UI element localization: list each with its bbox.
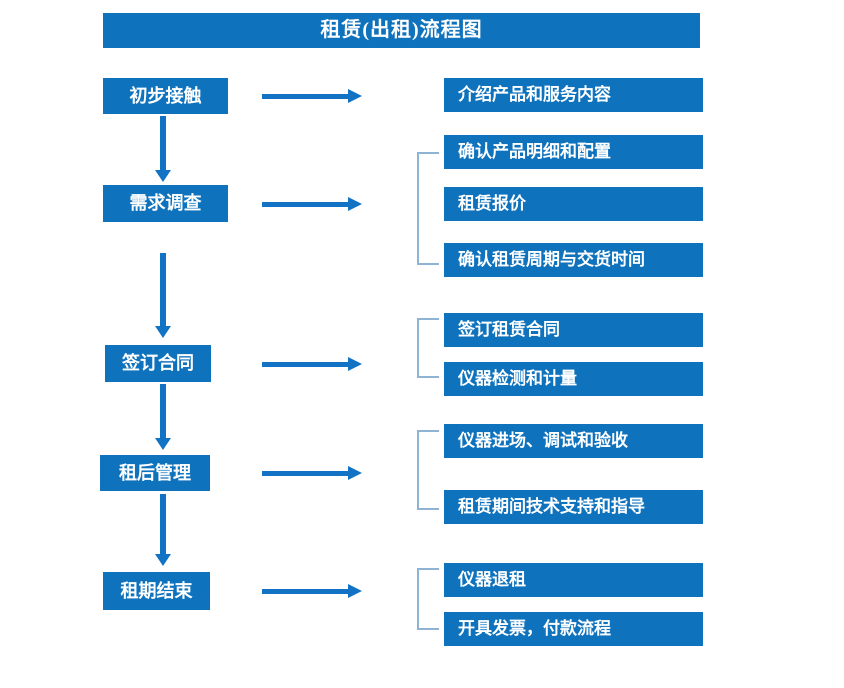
- group-bracket-3: [417, 318, 439, 378]
- detail-arrow-right-1: [262, 89, 362, 103]
- detail-box-8[interactable]: 租赁期间技术支持和指导: [444, 490, 703, 524]
- flow-arrow-down-4: [155, 494, 171, 566]
- stage-box-3[interactable]: 签订合同: [105, 345, 211, 382]
- detail-arrow-right-5: [262, 584, 362, 598]
- detail-box-2[interactable]: 确认产品明细和配置: [444, 135, 703, 169]
- stage-box-1[interactable]: 初步接触: [103, 78, 228, 114]
- stage-box-4[interactable]: 租后管理: [100, 455, 210, 491]
- detail-box-9[interactable]: 仪器退租: [444, 563, 703, 597]
- flowchart-title: 租赁(出租)流程图: [103, 13, 700, 48]
- detail-box-1[interactable]: 介绍产品和服务内容: [444, 78, 703, 112]
- stage-box-2[interactable]: 需求调查: [103, 185, 228, 222]
- group-bracket-4: [417, 430, 439, 510]
- detail-box-6[interactable]: 仪器检测和计量: [444, 362, 703, 396]
- flow-arrow-down-1: [155, 116, 171, 182]
- detail-arrow-right-4: [262, 466, 362, 480]
- detail-arrow-right-3: [262, 357, 362, 371]
- flow-arrow-down-2: [155, 253, 171, 338]
- flow-arrow-down-3: [155, 384, 171, 450]
- stage-box-5[interactable]: 租期结束: [103, 572, 210, 610]
- group-bracket-5: [417, 568, 439, 630]
- detail-box-10[interactable]: 开具发票，付款流程: [444, 612, 703, 646]
- detail-box-4[interactable]: 确认租赁周期与交货时间: [444, 243, 703, 277]
- detail-box-3[interactable]: 租赁报价: [444, 187, 703, 221]
- detail-box-7[interactable]: 仪器进场、调试和验收: [444, 424, 703, 458]
- detail-box-5[interactable]: 签订租赁合同: [444, 313, 703, 347]
- detail-arrow-right-2: [262, 197, 362, 211]
- group-bracket-2: [417, 152, 439, 265]
